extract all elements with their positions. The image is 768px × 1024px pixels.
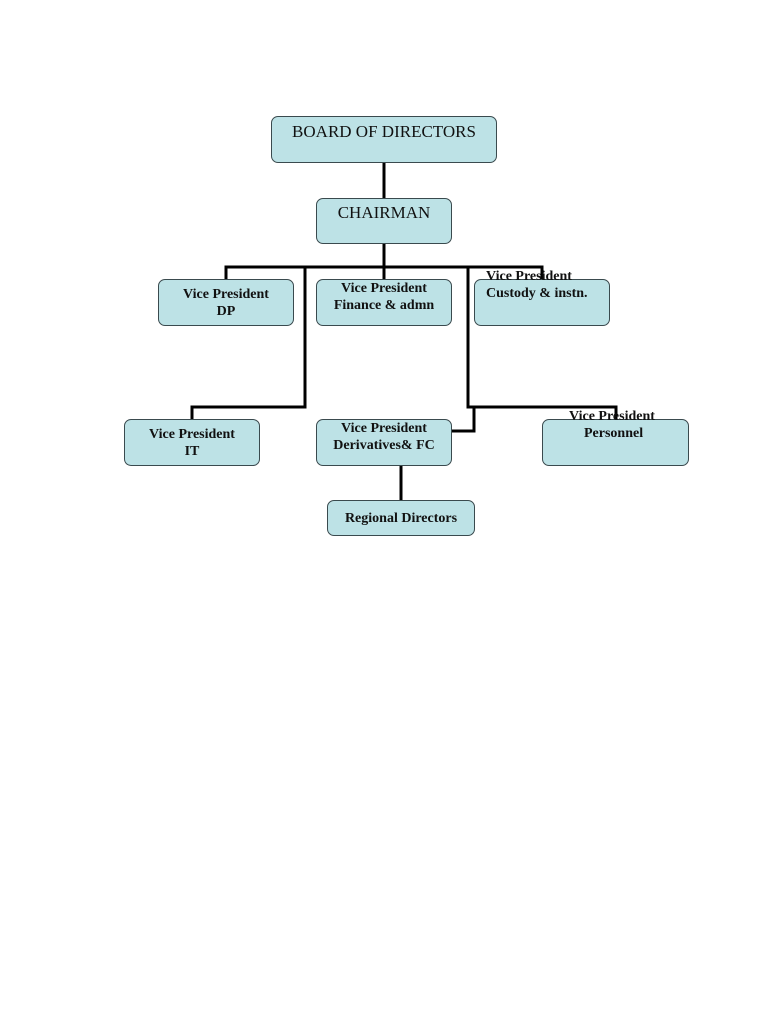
regional-directors-label: Regional Directors: [344, 511, 458, 526]
vp-personnel-line2: Personnel: [584, 426, 644, 441]
vp-custody-line1: Vice President: [486, 269, 572, 284]
vp-custody-line2: Custody & instn.: [486, 286, 588, 301]
vp-custody-box: [474, 279, 610, 326]
vp-dp-box: Vice President DP: [158, 279, 294, 326]
vp-dp-line2: DP: [216, 304, 236, 319]
vp-personnel-line1: Vice President: [569, 409, 655, 424]
vp-dp-line1: Vice President: [183, 287, 269, 302]
chairman-label: CHAIRMAN: [337, 203, 431, 222]
regional-directors-box: Regional Directors: [327, 500, 475, 536]
vp-personnel-box: [542, 419, 689, 466]
vp-derivatives-line2: Derivatives& FC: [333, 438, 435, 453]
connector-branch-derivatives: [450, 405, 476, 433]
chairman-box: CHAIRMAN: [316, 198, 452, 244]
vp-finance-box: Vice President Finance & admn: [316, 279, 452, 326]
board-of-directors-box: BOARD OF DIRECTORS: [271, 116, 497, 163]
vp-it-line1: Vice President: [149, 427, 235, 442]
vp-finance-line2: Finance & admn: [333, 298, 435, 313]
vp-it-line2: IT: [184, 444, 200, 459]
vp-it-box: Vice President IT: [124, 419, 260, 466]
vp-derivatives-box: Vice President Derivatives& FC: [316, 419, 452, 466]
connector-branch-it: [190, 265, 307, 421]
board-of-directors-label: BOARD OF DIRECTORS: [292, 122, 476, 141]
connector-branch-personnel: [466, 405, 618, 421]
vp-finance-line1: Vice President: [341, 281, 427, 296]
vp-derivatives-line1: Vice President: [341, 421, 427, 436]
